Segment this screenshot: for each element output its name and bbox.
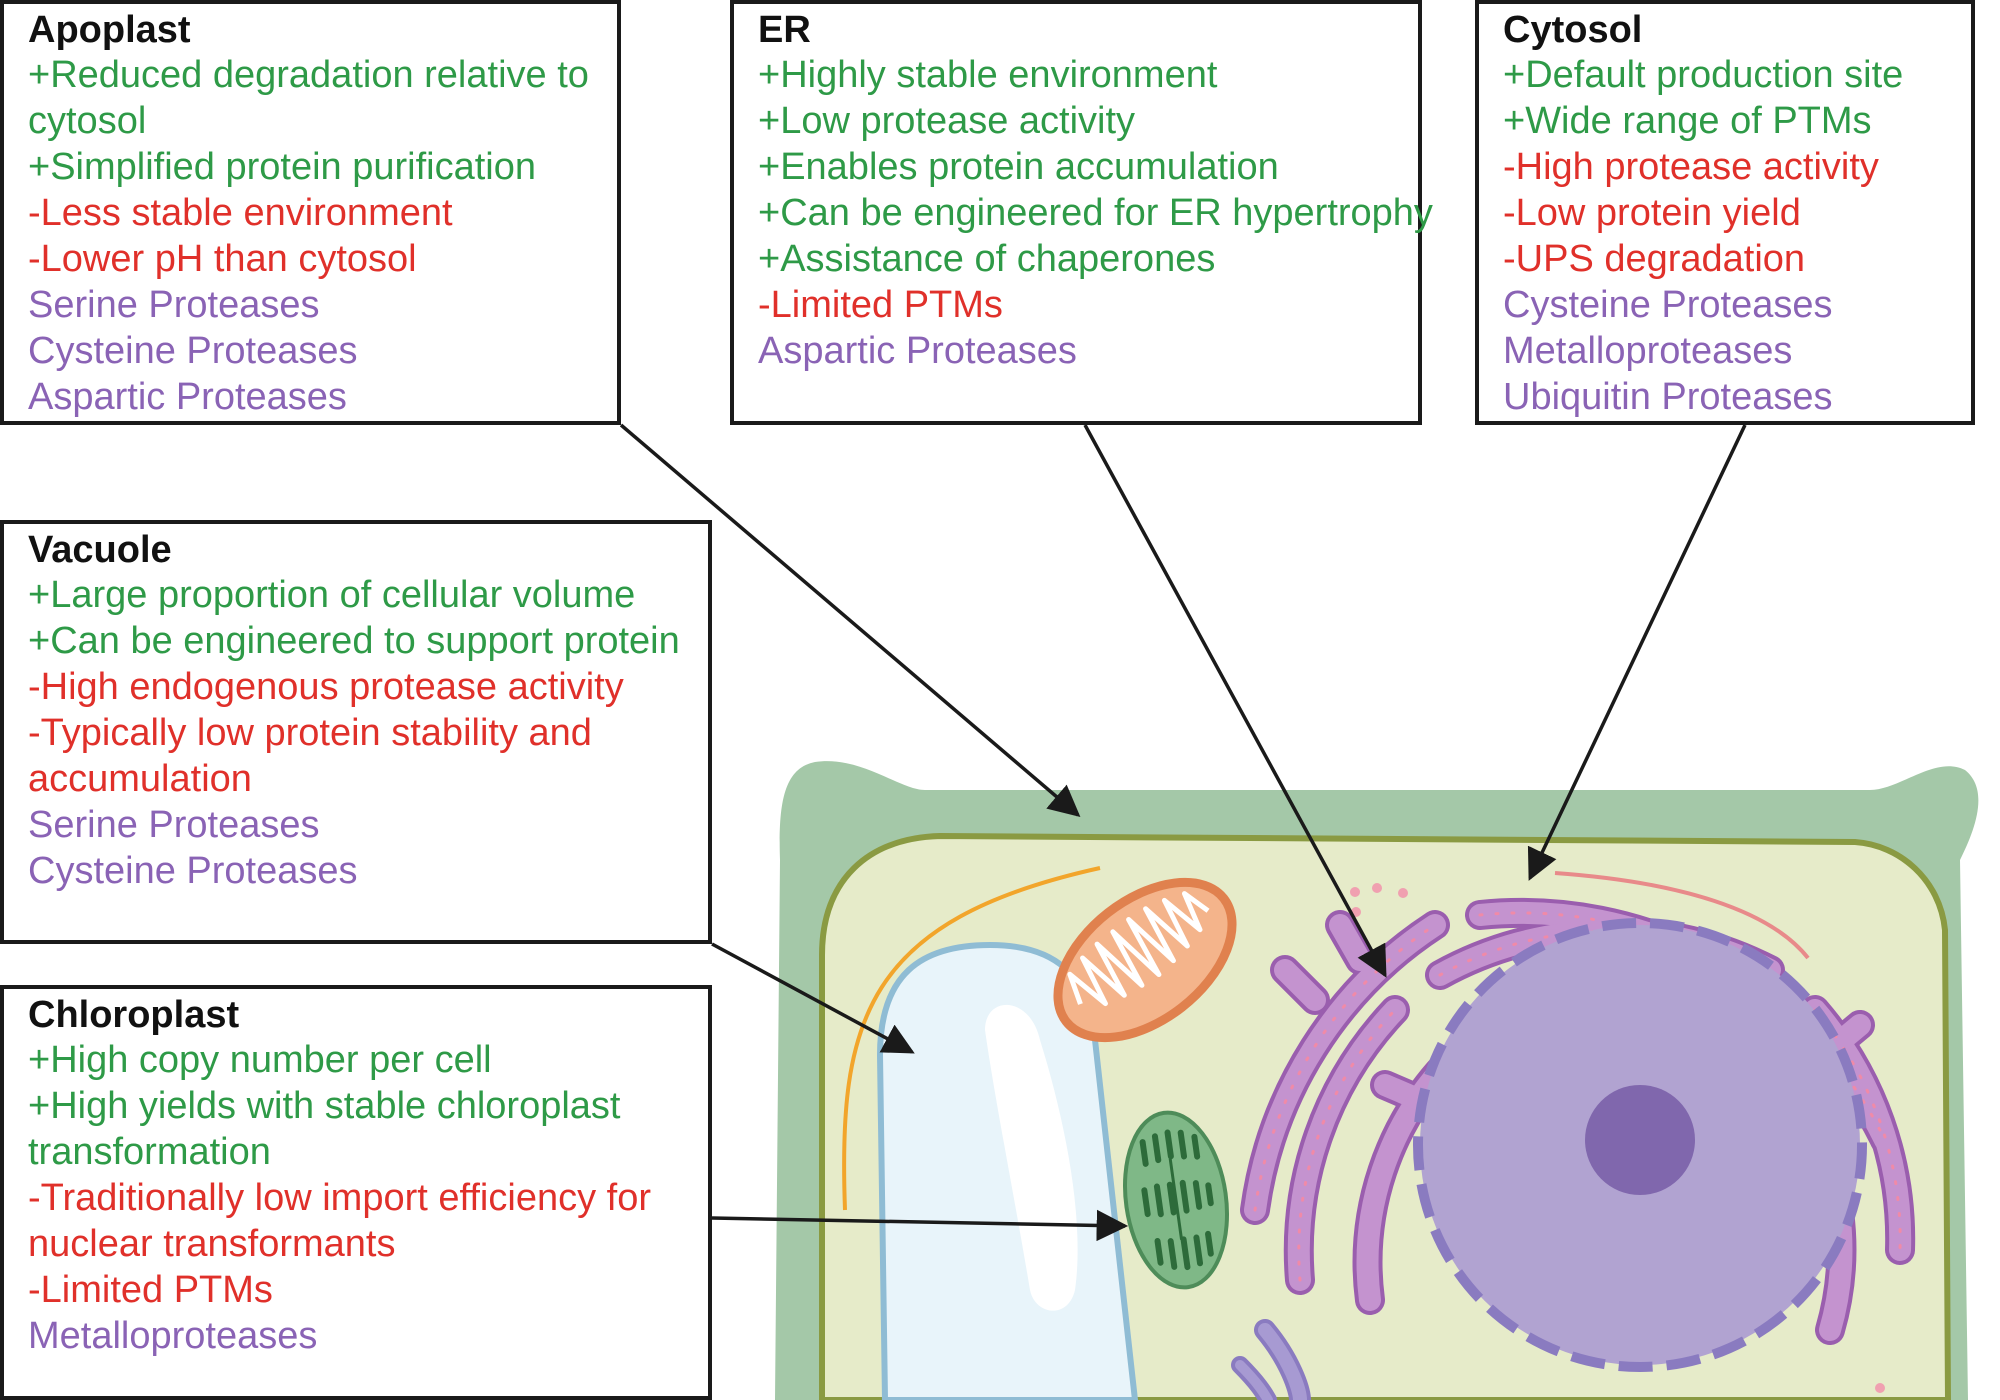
vacuole-pro: +Can be engineered to support protein <box>28 620 680 662</box>
apoplast-con: -Lower pH than cytosol <box>28 238 417 280</box>
cytosol-pro: +Default production site <box>1503 54 1904 96</box>
er-protease: Aspartic Proteases <box>758 330 1077 372</box>
cytosol-title: Cytosol <box>1503 9 1643 51</box>
apoplast-protease: Serine Proteases <box>28 284 320 326</box>
er-con: -Limited PTMs <box>758 284 1003 326</box>
cytosol-con: -High protease activity <box>1503 146 1879 188</box>
chloroplast <box>1122 1110 1230 1290</box>
vacuole-con: -High endogenous protease activity <box>28 666 624 708</box>
arrow-er <box>1083 424 1387 978</box>
vacuole-protease: Serine Proteases <box>28 804 320 846</box>
er-pro: +Highly stable environment <box>758 54 1218 96</box>
apoplast-box: Apoplast +Reduced degradation relative t… <box>0 0 621 425</box>
apoplast-protease: Cysteine Proteases <box>28 330 358 372</box>
vacuole-pro: +Large proportion of cellular volume <box>28 574 636 616</box>
apoplast-pro: +Reduced degradation relative to cytosol <box>28 54 589 142</box>
apoplast-title: Apoplast <box>28 9 191 51</box>
er-title: ER <box>758 9 811 51</box>
golgi-apparatus <box>1231 1319 1311 1400</box>
er-box: ER +Highly stable environment +Low prote… <box>730 0 1433 425</box>
arrow-vacuole <box>711 942 915 1054</box>
apoplast-con: -Less stable environment <box>28 192 453 234</box>
nucleolus <box>1585 1085 1695 1195</box>
apoplast-pro: +Simplified protein purification <box>28 146 536 188</box>
chloroplast-box: Chloroplast +High copy number per cell +… <box>0 985 712 1400</box>
cytosol-protease: Ubiquitin Proteases <box>1503 376 1833 418</box>
cytosol-protease: Metalloproteases <box>1503 330 1793 372</box>
nuclear-envelope <box>1413 918 1867 1372</box>
er-pro: +Can be engineered for ER hypertrophy <box>758 192 1433 234</box>
mitochondrion <box>1053 877 1237 1043</box>
cytosol-con: -UPS degradation <box>1503 238 1806 280</box>
vacuole-protease: Cysteine Proteases <box>28 850 358 892</box>
chloroplast-pro: +High copy number per cell <box>28 1039 492 1081</box>
er-pro: +Assistance of chaperones <box>758 238 1216 280</box>
vacuole-highlight <box>985 1004 1078 1311</box>
membrane-line-orange <box>842 866 1101 1211</box>
arrow-apoplast <box>619 423 1081 818</box>
chloroplast-protease: Metalloproteases <box>28 1315 318 1357</box>
cytosol-box: Cytosol +Default production site +Wide r… <box>1475 0 1975 425</box>
apoplast-protease: Aspartic Proteases <box>28 376 347 418</box>
chloroplast-con: -Traditionally low import efficiency for… <box>28 1177 651 1265</box>
chloroplast-title: Chloroplast <box>28 994 240 1036</box>
cytosol-con: -Low protein yield <box>1503 192 1801 234</box>
cytosol-pro: +Wide range of PTMs <box>1503 100 1872 142</box>
er-pro: +Low protease activity <box>758 100 1136 142</box>
ribosomes <box>1350 883 1885 1393</box>
vacuole-title: Vacuole <box>28 529 172 571</box>
vacuole-box: Vacuole +Large proportion of cellular vo… <box>0 520 712 944</box>
vacuole-con: -Typically low protein stability and acc… <box>28 712 592 800</box>
membrane-line-pink <box>1554 871 1810 960</box>
chloroplast-con: -Limited PTMs <box>28 1269 273 1311</box>
arrow-cytosol <box>1527 424 1747 881</box>
arrow-chloroplast <box>711 1209 1129 1242</box>
chloroplast-pro: +High yields with stable chloroplast tra… <box>28 1085 621 1173</box>
cytosol-protease: Cysteine Proteases <box>1503 284 1833 326</box>
er-pro: +Enables protein accumulation <box>758 146 1279 188</box>
